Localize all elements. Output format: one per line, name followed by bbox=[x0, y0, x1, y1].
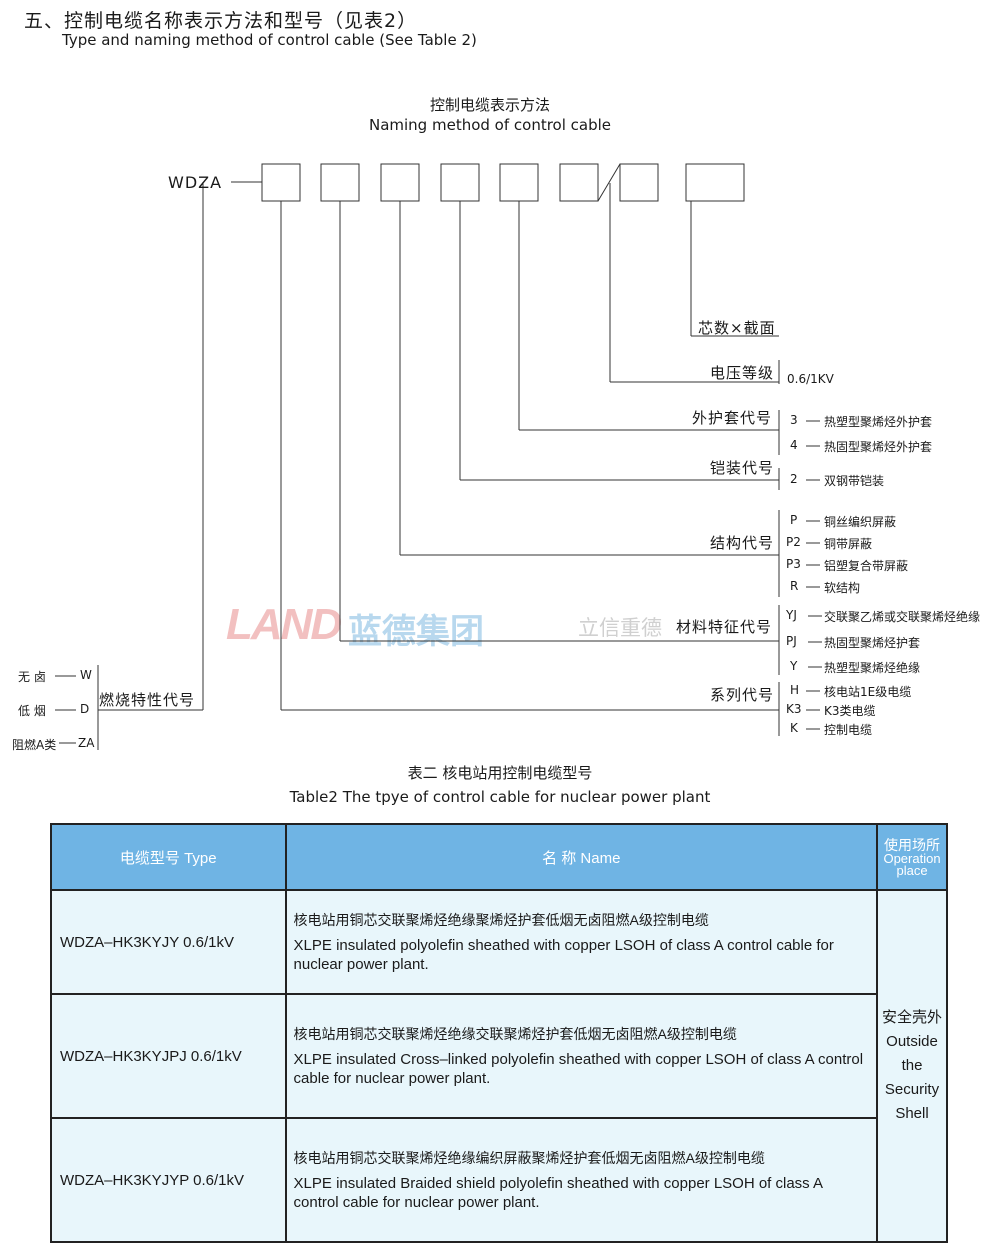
structure-code: P bbox=[790, 513, 798, 527]
armor-desc: 双钢带铠装 bbox=[824, 474, 885, 488]
table-row: WDZA–HK3KYJPJ 0.6/1kV 核电站用铜芯交联聚烯烃绝缘交联聚烯烃… bbox=[50, 993, 947, 1119]
code-box-material bbox=[320, 163, 360, 202]
table-title-cn: 表二 核电站用控制电缆型号 bbox=[407, 764, 593, 782]
cell-name-cn: 核电站用铜芯交联聚烯烃绝缘聚烯烃护套低烟无卤阻燃A级控制电缆 bbox=[293, 912, 709, 928]
material-code: PJ bbox=[786, 634, 797, 648]
table-row: WDZA–HK3KYJYP 0.6/1kV 核电站用铜芯交联聚烯烃绝缘编织屏蔽聚… bbox=[50, 1117, 947, 1243]
watermark-logo: LAND bbox=[226, 600, 342, 649]
code-box-armor bbox=[440, 163, 480, 202]
sheath-desc: 热固型聚烯烃外护套 bbox=[824, 440, 933, 454]
sheath-code: 4 bbox=[790, 438, 798, 452]
voltage-value: 0.6/1KV bbox=[787, 372, 834, 386]
cable-prefix: WDZA bbox=[168, 173, 223, 192]
series-desc: K3类电缆 bbox=[824, 704, 876, 718]
structure-code: P3 bbox=[786, 557, 801, 571]
burning-desc: 低 烟 bbox=[18, 704, 46, 718]
naming-diagram-lines bbox=[55, 163, 822, 750]
structure-code: P2 bbox=[786, 535, 801, 549]
series-code: H bbox=[790, 683, 800, 697]
structure-desc: 铜丝编织屏蔽 bbox=[824, 515, 897, 529]
code-box-structure bbox=[380, 163, 420, 202]
cable-type-table: 电缆型号 Type 名 称 Name 使用场所 Operation place … bbox=[50, 823, 948, 1243]
header-place-cn: 使用场所 bbox=[884, 837, 940, 853]
burning-desc: 阻燃A类 bbox=[12, 738, 57, 752]
sheath-desc: 热塑型聚烯烃外护套 bbox=[824, 415, 933, 429]
cell-type: WDZA–HK3KYJY 0.6/1kV bbox=[50, 889, 287, 995]
structure-code: R bbox=[790, 579, 799, 593]
structure-desc: 铜带屏蔽 bbox=[824, 537, 873, 551]
cell-name-cn: 核电站用铜芯交联聚烯烃绝缘编织屏蔽聚烯烃护套低烟无卤阻燃A级控制电缆 bbox=[293, 1150, 765, 1166]
cell-name-en: XLPE insulated Cross–linked polyolefin s… bbox=[293, 1051, 864, 1087]
material-code: YJ bbox=[786, 608, 797, 622]
section-title-en: Type and naming method of control cable … bbox=[62, 31, 477, 49]
series-desc: 控制电缆 bbox=[824, 723, 873, 737]
label-series: 系列代号 bbox=[710, 686, 775, 704]
cell-name-en: XLPE insulated Braided shield polyolefin… bbox=[293, 1175, 823, 1211]
watermark-brand: 蓝德集团 bbox=[348, 613, 484, 651]
series-code: K bbox=[790, 721, 798, 735]
armor-code: 2 bbox=[790, 472, 798, 486]
label-material: 材料特征代号 bbox=[676, 618, 773, 636]
material-desc: 交联聚乙烯或交联聚烯烃绝缘 bbox=[824, 610, 981, 624]
cell-name-cn: 核电站用铜芯交联聚烯烃绝缘交联聚烯烃护套低烟无卤阻燃A级控制电缆 bbox=[293, 1026, 737, 1042]
code-box-voltage-b bbox=[619, 163, 659, 202]
sheath-code: 3 bbox=[790, 413, 798, 427]
cell-name: 核电站用铜芯交联聚烯烃绝缘交联聚烯烃护套低烟无卤阻燃A级控制电缆 XLPE in… bbox=[284, 993, 879, 1119]
watermark-slogan: 立信重德 bbox=[578, 617, 662, 640]
place-line: the bbox=[901, 1057, 923, 1074]
label-burning: 燃烧特性代号 bbox=[99, 691, 196, 709]
code-box-core-section bbox=[685, 163, 745, 202]
header-place-en-2: place bbox=[896, 863, 928, 878]
cell-place: 安全壳外 Outside the Security Shell bbox=[876, 889, 948, 1243]
table-row: WDZA–HK3KYJY 0.6/1kV 核电站用铜芯交联聚烯烃绝缘聚烯烃护套低… bbox=[50, 889, 948, 1243]
material-code: Y bbox=[790, 659, 798, 673]
cell-name: 核电站用铜芯交联聚烯烃绝缘编织屏蔽聚烯烃护套低烟无卤阻燃A级控制电缆 XLPE … bbox=[284, 1117, 879, 1243]
cell-name-en: XLPE insulated polyolefin sheathed with … bbox=[293, 937, 834, 973]
cell-type: WDZA–HK3KYJPJ 0.6/1kV bbox=[50, 993, 287, 1119]
table-title-en: Table2 The tpye of control cable for nuc… bbox=[289, 788, 711, 806]
header-type: 电缆型号 Type bbox=[50, 823, 287, 891]
label-sheath: 外护套代号 bbox=[692, 409, 773, 427]
burning-desc: 无 卤 bbox=[18, 670, 46, 684]
burning-code: D bbox=[80, 702, 90, 716]
label-armor: 铠装代号 bbox=[710, 459, 775, 477]
material-desc: 热固型聚烯烃护套 bbox=[824, 636, 921, 650]
code-box-voltage-a bbox=[559, 163, 599, 202]
place-line: Shell bbox=[895, 1105, 929, 1122]
header-place: 使用场所 Operation place bbox=[876, 823, 948, 891]
place-line: Outside bbox=[886, 1033, 938, 1050]
header-place-en-1: Operation bbox=[883, 851, 941, 866]
structure-desc: 软结构 bbox=[824, 581, 861, 595]
series-code: K3 bbox=[786, 702, 802, 716]
table-header-row: 电缆型号 Type 名 称 Name 使用场所 Operation place bbox=[50, 823, 948, 891]
label-structure: 结构代号 bbox=[710, 534, 775, 552]
diagram-title-en: Naming method of control cable bbox=[368, 116, 612, 134]
structure-desc: 铝塑复合带屏蔽 bbox=[824, 559, 909, 573]
header-name: 名 称 Name bbox=[284, 823, 879, 891]
series-desc: 核电站1E级电缆 bbox=[824, 685, 912, 699]
material-desc: 热塑型聚烯烃绝缘 bbox=[824, 661, 921, 675]
cell-name: 核电站用铜芯交联聚烯烃绝缘聚烯烃护套低烟无卤阻燃A级控制电缆 XLPE insu… bbox=[284, 889, 879, 995]
diagram-title-cn: 控制电缆表示方法 bbox=[429, 96, 550, 114]
cell-type: WDZA–HK3KYJYP 0.6/1kV bbox=[50, 1117, 287, 1243]
label-voltage: 电压等级 bbox=[710, 364, 775, 382]
place-line: Security bbox=[884, 1081, 940, 1098]
code-box-sheath bbox=[499, 163, 539, 202]
label-core-section: 芯数×截面 bbox=[698, 319, 776, 337]
burning-code: W bbox=[80, 668, 92, 682]
section-title-cn: 五、控制电缆名称表示方法和型号（见表2） bbox=[24, 10, 418, 32]
burning-code: ZA bbox=[78, 736, 95, 750]
code-box-series bbox=[261, 163, 301, 202]
place-line: 安全壳外 bbox=[882, 1009, 943, 1026]
